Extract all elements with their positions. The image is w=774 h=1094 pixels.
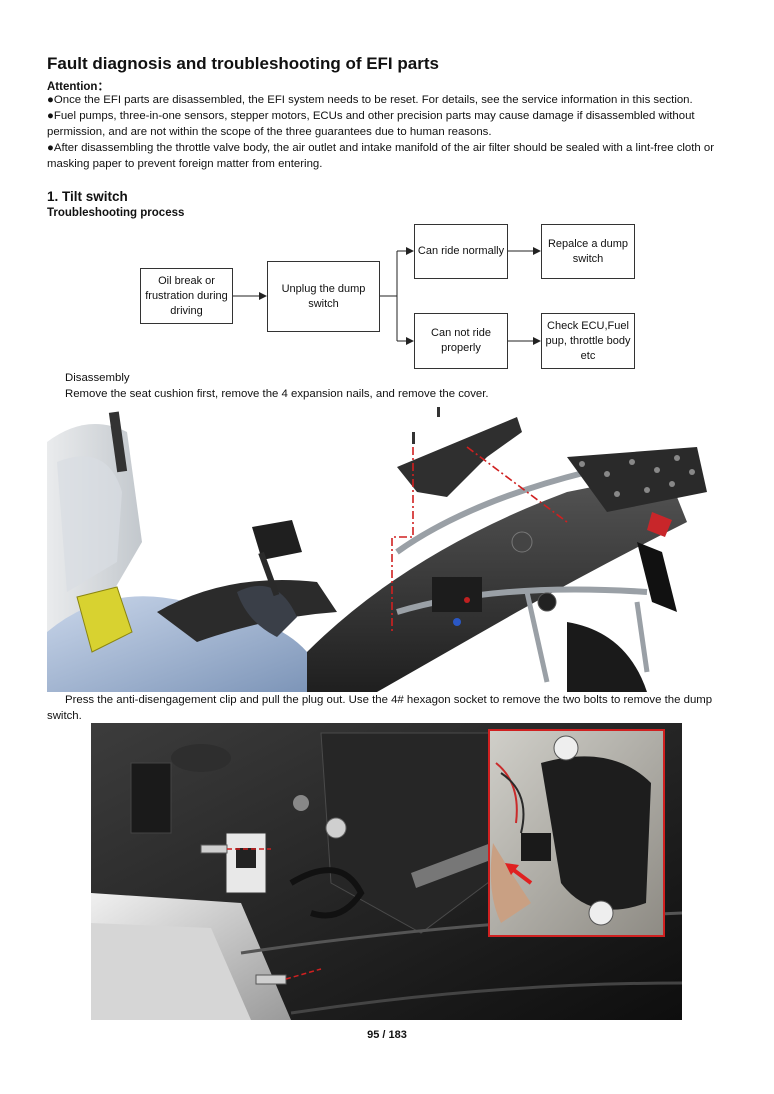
subsection-heading: Troubleshooting process [47, 207, 185, 219]
motorcycle-seat-illustration [47, 402, 712, 692]
flow-start-box: Oil break or frustration during driving [140, 268, 233, 324]
flow-ride-fail-box: Can not ride properly [414, 313, 508, 369]
flow-check-box: Check ECU,Fuel pup, throttle body etc [541, 313, 635, 369]
bullet-seal-intake: ●After disassembling the throttle valve … [47, 142, 715, 170]
flowchart-connectors [233, 247, 541, 345]
page-number: 95 / 183 [367, 1029, 407, 1041]
disassembly-label: Disassembly [65, 372, 130, 384]
unplug-instructions: Press the anti-disengagement clip and pu… [47, 694, 713, 722]
dump-switch-illustration [91, 723, 682, 1020]
flow-unplug-box: Unplug the dump switch [267, 261, 380, 332]
flow-replace-box: Repalce a dump switch [541, 224, 635, 279]
page-title: Fault diagnosis and troubleshooting of E… [47, 54, 439, 73]
disassembly-instructions: Remove the seat cushion first, remove th… [65, 388, 489, 400]
section-heading: 1. Tilt switch [47, 189, 128, 204]
bullet-precision-parts: ●Fuel pumps, three-in-one sensors, stepp… [47, 110, 695, 138]
flow-ride-normal-box: Can ride normally [414, 224, 508, 279]
attention-label: Attention： [47, 81, 109, 93]
bullet-reset: ●Once the EFI parts are disassembled, th… [47, 94, 693, 106]
